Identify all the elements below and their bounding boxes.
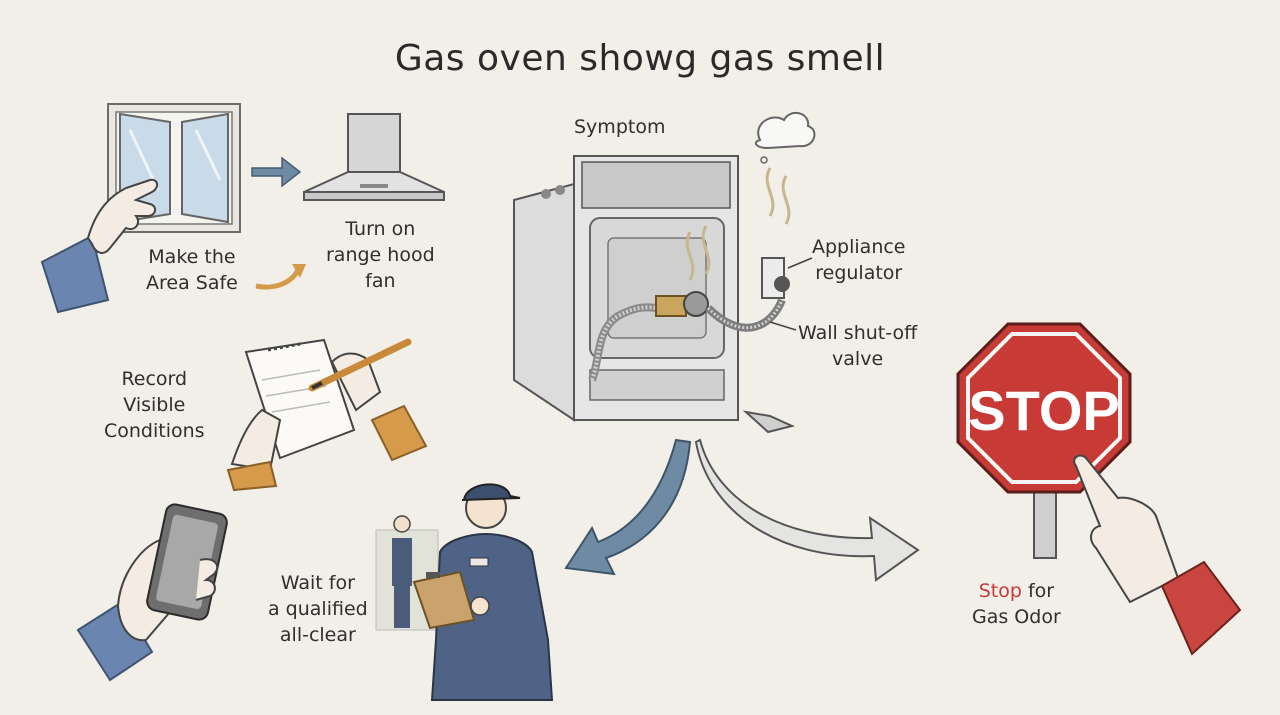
stop-gas-line-1: Stop for (972, 578, 1061, 604)
wait-line-1: Wait for (280, 572, 355, 594)
range-hood-icon (303, 113, 445, 201)
hand-window-icon (40, 178, 158, 314)
make-safe-label: Make the Area Safe (146, 244, 238, 296)
stop-word-rest: for (1027, 580, 1055, 602)
technician-icon (375, 483, 554, 701)
page-title: Gas oven showg gas smell (394, 38, 886, 79)
record-line-3: Conditions (104, 420, 205, 442)
hand-stop-icon (1073, 454, 1242, 656)
oven-icon (513, 155, 739, 422)
stop-gas-line-2: Gas Odor (972, 606, 1061, 628)
range-hood-line-2: range hood (326, 244, 435, 266)
arrow-curve-orange-icon (255, 264, 306, 290)
record-label: Record Visible Conditions (104, 366, 205, 444)
range-hood-line-1: Turn on (345, 218, 416, 240)
shutoff-line-2: valve (832, 348, 884, 370)
wait-line-2: a qualified (268, 598, 368, 620)
symptom-label: Symptom (574, 114, 665, 140)
regulator-label: Appliance regulator (812, 234, 906, 286)
regulator-pointer (787, 257, 813, 269)
shutoff-pointer (769, 321, 797, 331)
make-safe-line-1: Make the (148, 246, 236, 268)
record-line-1: Record (121, 368, 188, 390)
notepad-icon (226, 338, 428, 492)
range-hood-line-3: fan (365, 270, 396, 292)
stop-gas-label: Stop for Gas Odor (972, 578, 1061, 630)
regulator-line-1: Appliance (812, 236, 906, 258)
stop-sign-text: STOP (968, 379, 1119, 442)
arrow-to-hood-icon (251, 156, 302, 188)
stop-word: Stop (978, 580, 1022, 602)
smoke-icon (685, 111, 816, 281)
arrow-to-technician-icon (564, 438, 692, 576)
shutoff-line-1: Wall shut-off (798, 322, 918, 344)
regulator-line-2: regulator (815, 262, 903, 284)
gas-line-icon (588, 257, 790, 382)
range-hood-label: Turn on range hood fan (326, 216, 435, 294)
arrow-to-stop-icon (694, 438, 920, 582)
phone-icon (76, 503, 228, 682)
wait-label: Wait for a qualified all-clear (268, 570, 368, 648)
stop-sign-icon: STOP (956, 322, 1132, 559)
symptom-text: Symptom (574, 116, 666, 138)
loose-fitting-icon (742, 410, 796, 434)
wait-line-3: all-clear (279, 624, 356, 646)
make-safe-line-2: Area Safe (146, 272, 238, 294)
shutoff-label: Wall shut-off valve (798, 320, 917, 372)
record-line-2: Visible (123, 394, 186, 416)
